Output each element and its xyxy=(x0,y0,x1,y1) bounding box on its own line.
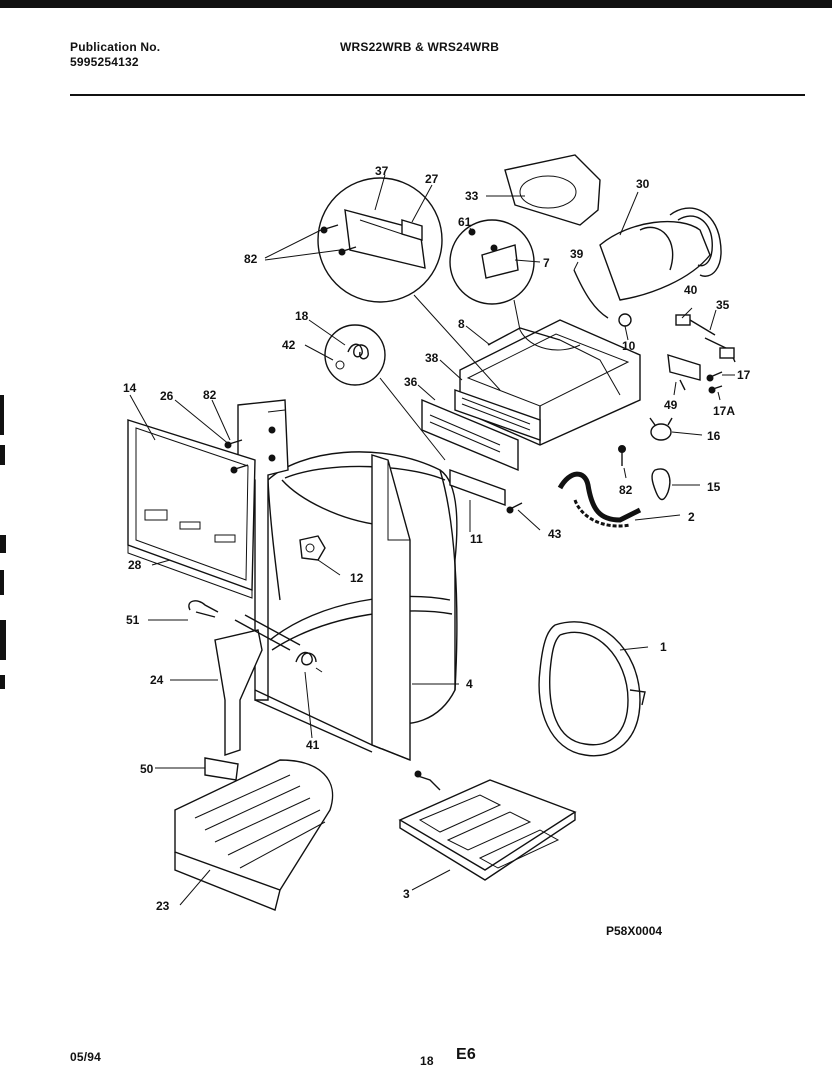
callout-7: 7 xyxy=(543,256,550,270)
wire-harness-2 xyxy=(557,471,642,528)
callout-42: 42 xyxy=(282,338,296,352)
callout-15: 15 xyxy=(707,480,721,494)
footer-section: E6 xyxy=(456,1046,476,1063)
sensor-40 xyxy=(675,314,716,336)
header-rule xyxy=(70,94,805,96)
callout-82a: 82 xyxy=(244,252,258,266)
callout-26: 26 xyxy=(160,389,174,403)
callout-43: 43 xyxy=(548,527,562,541)
actuator-11 xyxy=(449,469,506,520)
top-border xyxy=(0,0,832,8)
bracket-12 xyxy=(299,535,326,561)
screw-43 xyxy=(506,502,523,514)
callout-3: 3 xyxy=(403,887,410,901)
callout-36: 36 xyxy=(404,375,418,389)
leader-lines xyxy=(129,174,735,906)
callout-50: 50 xyxy=(140,762,154,776)
callout-82b: 82 xyxy=(203,388,217,402)
callout-1: 1 xyxy=(660,640,667,654)
socket-16 xyxy=(649,417,673,441)
control-housing-8 xyxy=(459,319,641,446)
wire-lead-39 xyxy=(573,269,609,319)
duct-30 xyxy=(599,207,722,301)
bulb-15 xyxy=(651,468,671,501)
callout-17: 17 xyxy=(737,368,751,382)
screws-82-panel xyxy=(224,439,249,474)
publication-label: Publication No. xyxy=(70,40,161,54)
callout-23: 23 xyxy=(156,899,170,913)
callout-2: 2 xyxy=(688,510,695,524)
callout-8: 8 xyxy=(458,317,465,331)
callout-10: 10 xyxy=(622,339,636,353)
callout-28: 28 xyxy=(128,558,142,572)
publication-number: 5995254132 xyxy=(70,55,139,69)
connector-35 xyxy=(704,337,736,363)
callout-12: 12 xyxy=(350,571,364,585)
dispenser-front-panel-14 xyxy=(127,419,256,599)
callout-labels: 37 27 33 30 61 82 39 7 40 35 18 8 10 42 … xyxy=(123,164,751,913)
callout-38: 38 xyxy=(425,351,439,365)
callout-16: 16 xyxy=(707,429,721,443)
switch-plate-36 xyxy=(421,398,519,472)
callout-35: 35 xyxy=(716,298,730,312)
clip-51 xyxy=(188,600,219,618)
detail-circle-18-42 xyxy=(324,324,446,461)
callout-24: 24 xyxy=(150,673,164,687)
callout-61: 61 xyxy=(458,215,472,229)
callout-33: 33 xyxy=(465,189,479,203)
footer-page-number: 18 xyxy=(420,1054,434,1068)
gasket-1 xyxy=(538,621,646,757)
callout-18: 18 xyxy=(295,309,309,323)
actuator-pad-50 xyxy=(204,757,239,781)
heater-3 xyxy=(398,770,577,881)
callout-27: 27 xyxy=(425,172,439,186)
drip-tray-23 xyxy=(174,759,334,911)
callout-40: 40 xyxy=(684,283,698,297)
footer-date: 05/94 xyxy=(70,1050,102,1064)
dispenser-housing-4 xyxy=(237,399,458,762)
callout-17A: 17A xyxy=(713,404,735,418)
callout-51: 51 xyxy=(126,613,140,627)
cover-33 xyxy=(504,154,601,226)
callout-14: 14 xyxy=(123,381,137,395)
screws-17 xyxy=(706,371,723,394)
detail-circle-37-27 xyxy=(317,177,501,391)
callout-11: 11 xyxy=(470,532,483,546)
callout-37: 37 xyxy=(375,164,389,178)
model-numbers: WRS22WRB & WRS24WRB xyxy=(340,40,500,54)
callout-30: 30 xyxy=(636,177,650,191)
drawing-code: P58X0004 xyxy=(606,924,662,938)
clip-10 xyxy=(618,313,632,327)
callout-4: 4 xyxy=(466,677,473,691)
control-board-38 xyxy=(454,389,541,441)
callout-49: 49 xyxy=(664,398,678,412)
switch-49 xyxy=(667,354,701,391)
detail-circle-61-7 xyxy=(449,219,535,331)
actuator-arm-24 xyxy=(214,614,301,756)
callout-82c: 82 xyxy=(619,483,633,497)
spring-41 xyxy=(295,651,323,673)
callout-39: 39 xyxy=(570,247,584,261)
screw-82-lower xyxy=(618,445,626,466)
callout-41: 41 xyxy=(306,738,320,752)
binding-edge-marks xyxy=(0,395,10,705)
